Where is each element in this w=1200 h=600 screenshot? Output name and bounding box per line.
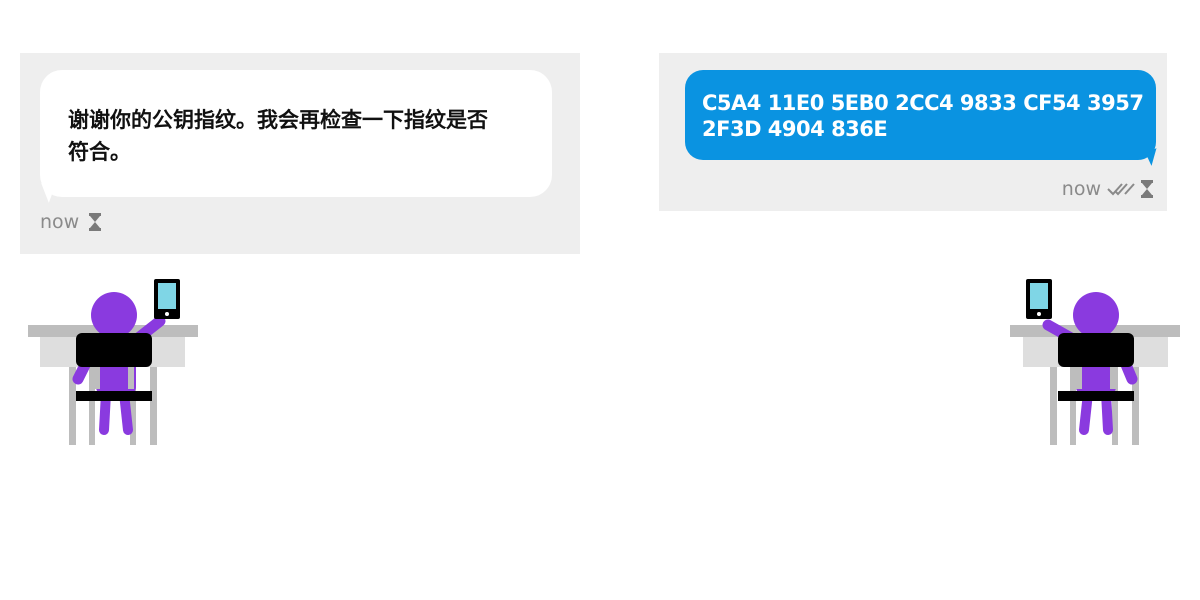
incoming-message-bubble[interactable]: 谢谢你的公钥指纹。我会再检查一下指纹是否符合。 <box>35 70 552 203</box>
outgoing-message-bubble[interactable]: C5A4 11E0 5EB0 2CC4 9833 CF54 3957 2F3D … <box>685 70 1163 166</box>
double-check-icon <box>1107 181 1135 197</box>
right-message-meta: now <box>1062 178 1153 200</box>
timestamp: now <box>1061 178 1101 200</box>
incoming-message-text: 谢谢你的公钥指纹。我会再检查一下指纹是否符合。 <box>68 108 488 164</box>
person-at-desk-left <box>28 275 203 450</box>
bubble-tail <box>35 183 55 203</box>
right-chat-panel: C5A4 11E0 5EB0 2CC4 9833 CF54 3957 2F3D … <box>659 53 1167 211</box>
left-message-meta: now <box>40 211 102 233</box>
left-chat-panel: 谢谢你的公钥指纹。我会再检查一下指纹是否符合。 now <box>20 53 580 254</box>
hourglass-icon <box>89 213 102 231</box>
bubble-tail <box>1145 148 1163 166</box>
timestamp: now <box>40 211 80 233</box>
hourglass-icon <box>1141 180 1153 198</box>
outgoing-message-text: C5A4 11E0 5EB0 2CC4 9833 CF54 3957 2F3D … <box>702 91 1144 141</box>
person-at-desk-right <box>1008 275 1183 450</box>
